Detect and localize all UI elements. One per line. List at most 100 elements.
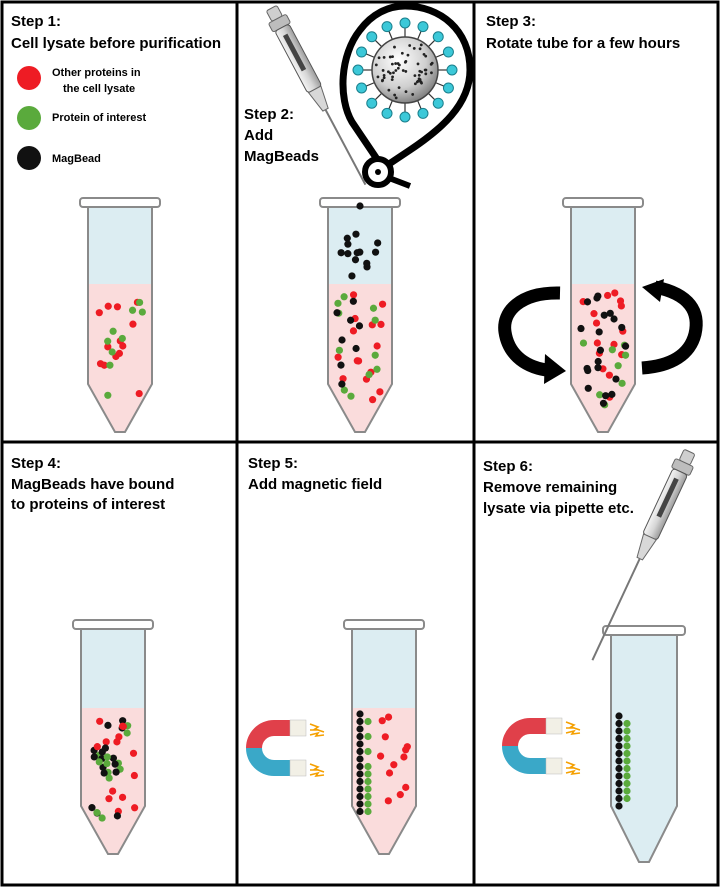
step1-description: Cell lysate before purification xyxy=(11,35,222,52)
bead-pore xyxy=(388,55,392,59)
particle xyxy=(364,747,372,756)
bead-pore xyxy=(397,63,401,67)
particle xyxy=(138,308,146,316)
particle xyxy=(356,725,364,733)
bead-pore xyxy=(422,53,426,56)
particle xyxy=(373,342,381,350)
particle xyxy=(348,272,356,280)
bead-pore xyxy=(401,69,405,72)
bound-ligand xyxy=(446,64,458,76)
particle xyxy=(364,762,372,771)
particle xyxy=(364,800,372,808)
particle xyxy=(104,721,112,729)
bead-pore xyxy=(382,76,386,80)
magbead-sphere-closeup xyxy=(352,17,458,123)
bead-pore xyxy=(393,93,397,97)
bound-ligand xyxy=(417,107,429,119)
particle xyxy=(349,297,357,305)
step5-label: Step 5: xyxy=(248,455,299,472)
particle xyxy=(611,289,619,297)
particle xyxy=(376,752,385,760)
step2-label: Step 2: xyxy=(244,106,295,123)
particle xyxy=(349,291,358,299)
bead-pore xyxy=(413,74,417,77)
particle xyxy=(602,392,610,400)
step6-description-line1: Remove remaining xyxy=(483,479,618,496)
particle xyxy=(118,334,126,343)
particle xyxy=(614,362,622,370)
particle xyxy=(369,304,378,312)
bound-ligand xyxy=(366,97,378,109)
particle xyxy=(104,302,112,310)
bead-pore xyxy=(416,62,420,66)
bead-pore xyxy=(380,79,384,83)
particle xyxy=(104,391,112,399)
particle xyxy=(93,743,101,751)
particle xyxy=(617,302,625,310)
particle xyxy=(93,809,101,817)
bead-pore xyxy=(391,75,394,79)
particle xyxy=(610,315,618,323)
tube-step3 xyxy=(562,197,644,433)
particle xyxy=(593,339,601,347)
step2-description-line2: MagBeads xyxy=(244,148,320,165)
tube-step1 xyxy=(79,197,161,433)
particle xyxy=(403,743,411,751)
bead-pore xyxy=(374,63,378,67)
magnet-step6 xyxy=(502,717,581,776)
tube-step4 xyxy=(72,619,154,855)
legend-dot-protein-of-interest xyxy=(17,106,41,130)
particle xyxy=(337,361,345,369)
particle xyxy=(103,753,111,761)
particle xyxy=(136,298,144,307)
particle xyxy=(90,753,98,761)
particle xyxy=(354,357,363,365)
particle xyxy=(130,771,138,780)
particle xyxy=(113,303,122,311)
bead-pore xyxy=(419,43,423,47)
legend-label-magbead: MagBead xyxy=(52,153,101,165)
particle xyxy=(606,309,614,317)
bead-pore xyxy=(429,62,433,66)
particle xyxy=(371,316,379,324)
bead-pore xyxy=(390,62,394,66)
bound-ligand xyxy=(381,107,393,119)
particle xyxy=(356,740,364,748)
particle xyxy=(344,240,352,248)
particle xyxy=(352,230,360,238)
bead-pore xyxy=(387,70,390,74)
bead-pore xyxy=(406,53,410,57)
particle xyxy=(623,727,631,735)
particle xyxy=(104,337,112,345)
particle xyxy=(88,804,96,812)
step4-description-line1: MagBeads have bound xyxy=(11,476,175,493)
particle xyxy=(351,256,360,264)
step5-description: Add magnetic field xyxy=(248,476,383,493)
particle xyxy=(337,249,345,257)
bead-pore xyxy=(396,66,400,70)
particle xyxy=(113,738,121,746)
particle xyxy=(615,749,623,758)
bead-pore xyxy=(404,59,408,63)
particle xyxy=(356,202,364,210)
legend-dot-other-proteins xyxy=(17,66,41,90)
particle xyxy=(396,791,404,799)
bound-ligand xyxy=(417,21,429,33)
magnetic-field-spark xyxy=(309,723,325,738)
step1-label: Step 1: xyxy=(11,13,62,30)
particle xyxy=(615,772,623,780)
particle xyxy=(364,792,372,801)
tube-step2 xyxy=(319,197,401,433)
particle xyxy=(123,729,131,737)
particle xyxy=(621,342,630,350)
particle xyxy=(100,361,108,369)
step6-label: Step 6: xyxy=(483,458,534,475)
particle xyxy=(608,390,616,398)
particle xyxy=(349,327,358,335)
bound-ligand xyxy=(399,111,411,123)
particle xyxy=(381,733,389,741)
bead-pore xyxy=(412,46,416,50)
particle xyxy=(131,804,139,812)
particle xyxy=(119,717,127,725)
particle xyxy=(352,344,360,353)
